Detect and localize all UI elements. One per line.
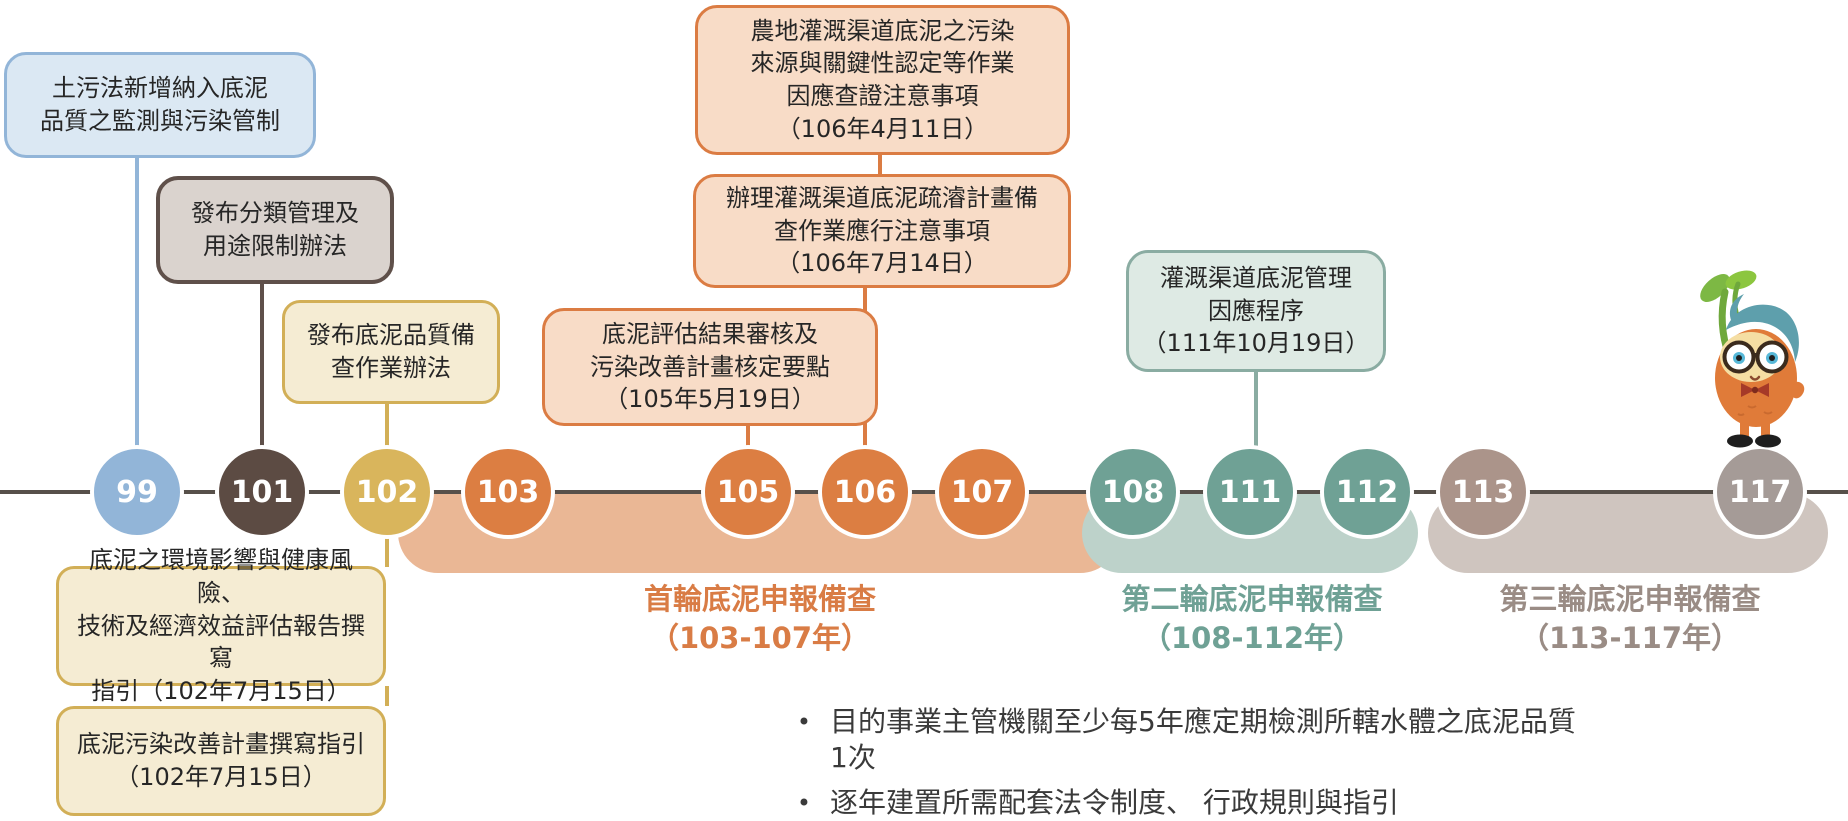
timeline-node-101: 101 (215, 445, 309, 539)
callout-improvement-guideline: 底泥污染改善計畫撰寫指引 （102年7月15日） (56, 706, 386, 816)
bullet-icon: • (796, 788, 812, 817)
mascot-character (1688, 264, 1820, 460)
timeline-node-117: 117 (1713, 445, 1807, 539)
timeline-node-108: 108 (1086, 445, 1180, 539)
phase-title: 第三輪底泥申報備查 (1499, 582, 1761, 616)
callout-text: 土污法新增納入底泥 品質之監測與污染管制 (40, 74, 280, 135)
year-label: 113 (1451, 474, 1515, 510)
connector-102-impact-guideline (385, 537, 389, 567)
callout-impact-guideline: 底泥之環境影響與健康風險、 技術及經濟效益評估報告撰寫 指引（102年7月15日… (56, 546, 386, 705)
timeline-node-102: 102 (340, 445, 434, 539)
sprout-mascot-icon (1700, 270, 1805, 448)
callout-classification: 發布分類管理及 用途限制辦法 (156, 176, 394, 284)
connector-111-irrigation (1254, 372, 1258, 448)
callout-text: 灌溉渠道底泥管理 因應程序 （111年10月19日） (1142, 264, 1370, 358)
callout-quality-filing: 發布底泥品質備 查作業辦法 (282, 300, 500, 404)
year-label: 103 (476, 474, 540, 510)
year-label: 117 (1728, 474, 1792, 510)
timeline-node-111: 111 (1203, 445, 1297, 539)
year-label: 105 (716, 474, 780, 510)
bullet-icon: • (796, 708, 812, 736)
phase2-label: 第二輪底泥申報備查 （108-112年） (1042, 580, 1462, 658)
callout-irrigation-procedure: 灌溉渠道底泥管理 因應程序 （111年10月19日） (1126, 250, 1386, 372)
year-label: 108 (1101, 474, 1165, 510)
callout-text: 底泥之環境影響與健康風險、 技術及經濟效益評估報告撰寫 指引（102年7月15日… (77, 546, 365, 705)
timeline-axis (0, 490, 1848, 494)
phase-title: 首輪底泥申報備查 (643, 582, 876, 616)
year-label: 99 (116, 474, 158, 510)
connector-guideline-boxes (385, 686, 389, 706)
timeline-node-112: 112 (1320, 445, 1414, 539)
callout-dredging-filing: 辦理灌溉渠道底泥疏濬計畫備 查作業應行注意事項 （106年7月14日） (693, 174, 1071, 288)
phase-range: （113-117年） (1519, 621, 1741, 656)
notes-list: • 目的事業主管機關至少每5年應定期檢測所轄水體之底泥品質1次 • 逐年建置所需… (778, 704, 1578, 821)
callout-farmland-source: 農地灌溉渠道底泥之污染 來源與關鍵性認定等作業 因應查證注意事項 （106年4月… (695, 5, 1070, 155)
phase1-label: 首輪底泥申報備查 （103-107年） (550, 580, 970, 658)
connector-99-soil-law (135, 158, 139, 449)
callout-text: 農地灌溉渠道底泥之污染 來源與關鍵性認定等作業 因應查證注意事項 （106年4月… (750, 16, 1015, 143)
year-label: 106 (833, 474, 897, 510)
year-label: 101 (230, 474, 294, 510)
timeline-node-99: 99 (90, 445, 184, 539)
callout-text: 發布底泥品質備 查作業辦法 (307, 321, 475, 382)
timeline-node-113: 113 (1436, 445, 1530, 539)
note-item: • 逐年建置所需配套法令制度、 行政規則與指引 (778, 785, 1578, 821)
timeline-node-106: 106 (818, 445, 912, 539)
year-label: 111 (1218, 474, 1282, 510)
connector-102-quality-filing (385, 404, 389, 449)
timeline-node-105: 105 (701, 445, 795, 539)
year-label: 102 (355, 474, 419, 510)
timeline-node-107: 107 (935, 445, 1029, 539)
connector-farmland-dredging (878, 155, 882, 174)
callout-text: 發布分類管理及 用途限制辦法 (191, 199, 359, 260)
callout-text: 辦理灌溉渠道底泥疏濬計畫備 查作業應行注意事項 （106年7月14日） (726, 184, 1038, 278)
year-label: 107 (950, 474, 1014, 510)
note-text: 目的事業主管機關至少每5年應定期檢測所轄水體之底泥品質1次 (830, 705, 1576, 775)
timeline-node-103: 103 (461, 445, 555, 539)
note-text: 逐年建置所需配套法令制度、 行政規則與指引 (830, 785, 1399, 819)
connector-101-classification (260, 284, 264, 449)
callout-text: 底泥評估結果審核及 污染改善計畫核定要點 （105年5月19日） (590, 320, 830, 414)
connector-105-assessment (746, 426, 750, 448)
phase-range: （103-107年） (649, 621, 871, 656)
note-item: • 目的事業主管機關至少每5年應定期檢測所轄水體之底泥品質1次 (778, 704, 1578, 777)
year-label: 112 (1335, 474, 1399, 510)
callout-soil-law: 土污法新增納入底泥 品質之監測與污染管制 (4, 52, 316, 158)
callout-text: 底泥污染改善計畫撰寫指引 （102年7月15日） (77, 730, 365, 791)
callout-assessment-review: 底泥評估結果審核及 污染改善計畫核定要點 （105年5月19日） (542, 308, 878, 426)
phase-range: （108-112年） (1141, 621, 1363, 656)
phase-title: 第二輪底泥申報備查 (1121, 582, 1383, 616)
phase3-label: 第三輪底泥申報備查 （113-117年） (1420, 580, 1840, 658)
